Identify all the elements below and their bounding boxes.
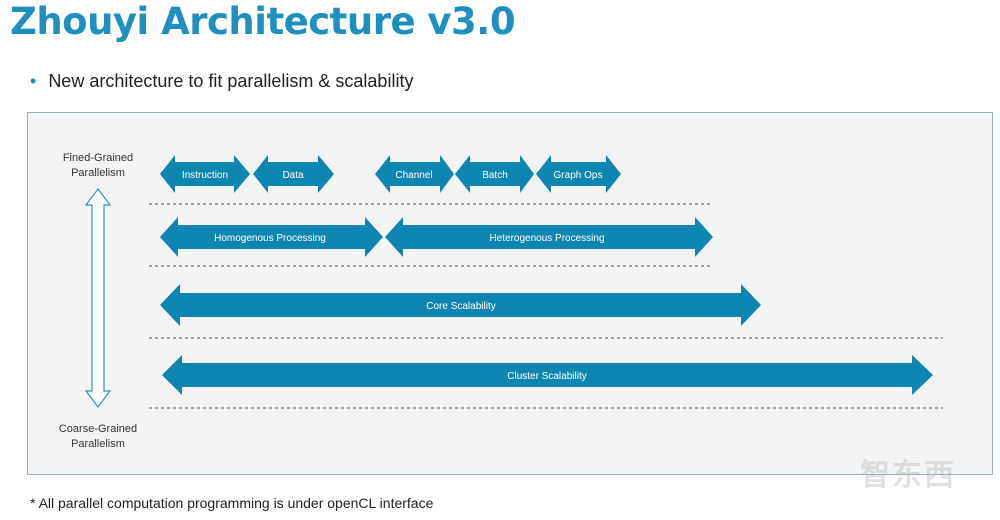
bullet-text: New architecture to fit parallelism & sc… xyxy=(48,71,414,91)
batch-label: Batch xyxy=(482,170,508,181)
heterogenous-processing-label: Heterogenous Processing xyxy=(489,233,604,244)
parallelism-diagram: Instruction Data Channel Batch Graph Ops… xyxy=(84,155,943,409)
parallelism-axis-arrow xyxy=(84,188,112,408)
heterogenous-processing-arrow xyxy=(385,217,713,257)
batch-arrow xyxy=(455,155,534,193)
data-arrow xyxy=(253,155,334,193)
graph-ops-arrow xyxy=(536,155,621,193)
cluster-scalability-arrow xyxy=(162,355,933,395)
watermark-logo: 智东西 xyxy=(860,459,956,492)
data-label: Data xyxy=(282,170,304,181)
instruction-arrow xyxy=(160,155,250,193)
core-scalability-arrow xyxy=(160,284,761,326)
slide-title: Zhouyi Architecture v3.0 xyxy=(10,0,516,43)
fine-grained-label: Fined-Grained Parallelism xyxy=(62,152,134,179)
graph-ops-label: Graph Ops xyxy=(554,170,603,181)
bullet-item: • New architecture to fit parallelism & s… xyxy=(30,71,413,92)
coarse-grained-label: Coarse-Grained Parallelism xyxy=(58,423,138,450)
homogenous-processing-arrow xyxy=(160,217,383,257)
core-scalability-label: Core Scalability xyxy=(426,301,495,312)
cluster-scalability-label: Cluster Scalability xyxy=(507,371,586,382)
diagram-panel: Fined-Grained Parallelism Coarse-Grained… xyxy=(27,112,993,475)
bullet-dot-icon: • xyxy=(30,71,37,91)
footnote: * All parallel computation programming i… xyxy=(30,495,434,511)
homogenous-processing-label: Homogenous Processing xyxy=(214,233,326,244)
channel-label: Channel xyxy=(395,170,432,181)
instruction-label: Instruction xyxy=(182,170,228,181)
channel-arrow xyxy=(375,155,454,193)
